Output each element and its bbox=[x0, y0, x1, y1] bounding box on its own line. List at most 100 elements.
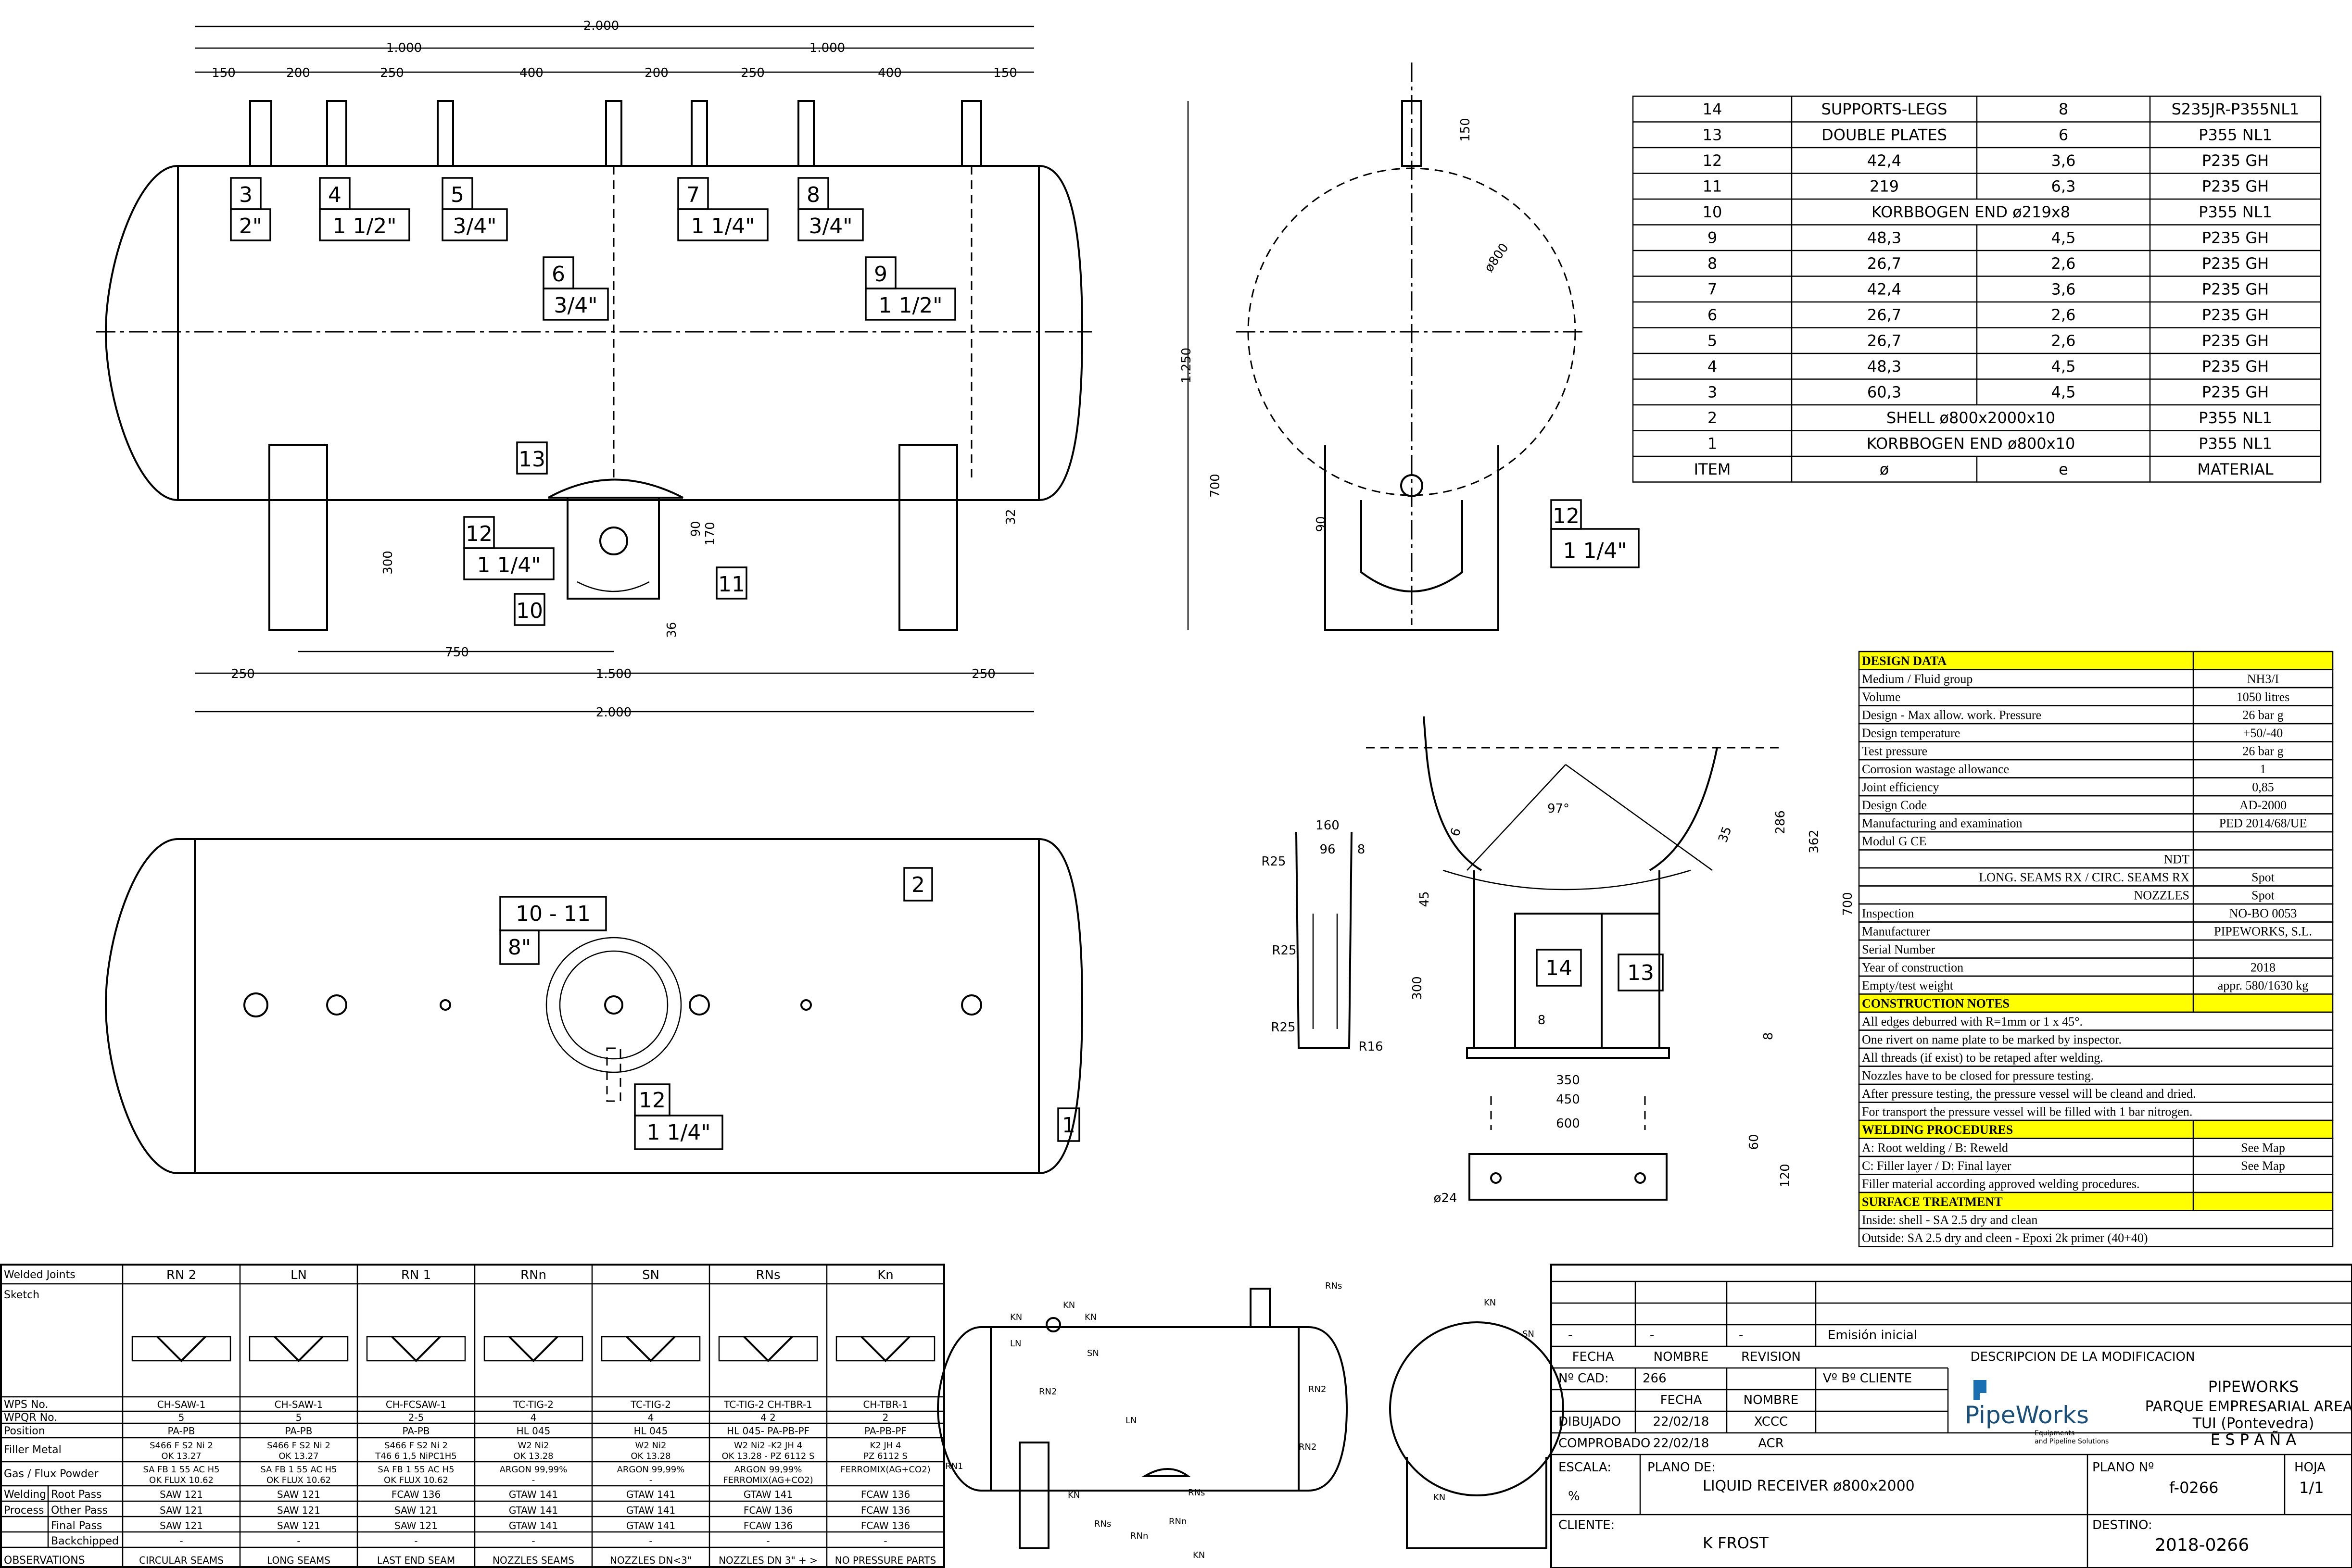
parts-item: ITEM bbox=[1694, 460, 1731, 478]
weld-filler: OK 13.28 bbox=[631, 1451, 670, 1461]
parts-item: 8 bbox=[1707, 254, 1717, 273]
weld-position: PA-PB bbox=[285, 1425, 312, 1437]
label-number: 8 bbox=[807, 183, 820, 207]
weld-groove bbox=[274, 1336, 324, 1362]
weld-map-label: RN2 bbox=[1039, 1387, 1057, 1397]
design-label: Corrosion wastage allowance bbox=[1862, 762, 2009, 776]
parts-thk: 8 bbox=[2059, 100, 2068, 118]
weld-map-label: KN bbox=[1010, 1312, 1022, 1322]
parts-item: 5 bbox=[1707, 332, 1717, 350]
svg-text:300: 300 bbox=[1410, 976, 1425, 1000]
svg-text:Equipments: Equipments bbox=[2035, 1430, 2074, 1437]
weld-other: GTAW 141 bbox=[509, 1505, 558, 1516]
weld-root: FCAW 136 bbox=[861, 1489, 910, 1500]
parts-thk: 4,5 bbox=[2051, 229, 2076, 247]
label-number: 6 bbox=[552, 262, 565, 287]
design-label: LONG. SEAMS RX / CIRC. SEAMS RX bbox=[1979, 870, 2189, 884]
weld-filler: OK 13.28 bbox=[513, 1451, 553, 1461]
svg-text:35: 35 bbox=[1716, 825, 1735, 844]
weld-row-label: Position bbox=[4, 1425, 45, 1437]
parts-material: P235 GH bbox=[2202, 254, 2269, 273]
label-size: 3/4" bbox=[453, 214, 496, 238]
weld-row-label: Backchipped bbox=[51, 1535, 119, 1547]
weld-wps: CH-SAW-1 bbox=[157, 1399, 206, 1410]
design-label: C: Filler layer / D: Final layer bbox=[1862, 1159, 2011, 1173]
parts-dia: 26,7 bbox=[1867, 306, 1901, 324]
weld-observation: NOZZLES DN 3" + > bbox=[719, 1555, 818, 1566]
weld-wpqr: 5 bbox=[296, 1412, 302, 1423]
parts-dia: 26,7 bbox=[1867, 254, 1901, 273]
parts-item: 4 bbox=[1707, 357, 1717, 376]
parts-material: MATERIAL bbox=[2197, 460, 2273, 478]
svg-text:750: 750 bbox=[445, 645, 469, 660]
design-label: Joint efficiency bbox=[1862, 780, 1939, 794]
weld-back: - bbox=[884, 1535, 887, 1547]
svg-text:PLANO DE:: PLANO DE: bbox=[1647, 1460, 1716, 1475]
weld-joint: RNs bbox=[756, 1268, 780, 1282]
label-size: 3/4" bbox=[554, 293, 597, 318]
weld-row-label: Final Pass bbox=[51, 1520, 102, 1532]
weld-map-label: RNs bbox=[1188, 1488, 1205, 1498]
weld-position: HL 045 bbox=[634, 1425, 668, 1437]
svg-text:Nº CAD:: Nº CAD: bbox=[1558, 1371, 1609, 1386]
svg-text:8: 8 bbox=[1357, 842, 1366, 857]
parts-material: P355 NL1 bbox=[2199, 203, 2272, 221]
weld-map-label: KN bbox=[1433, 1493, 1445, 1503]
pipeworks-logo-icon bbox=[1973, 1380, 1986, 1400]
support-detail: 14 13 160 96 8 R25 R25 R25 R16 97° 6 35 … bbox=[1261, 716, 1855, 1205]
parts-item: 1 bbox=[1707, 435, 1717, 453]
design-label: Manufacturing and examination bbox=[1862, 816, 2023, 830]
weld-position: HL 045 bbox=[517, 1425, 551, 1437]
section-header: DESIGN DATA bbox=[1862, 654, 1947, 668]
weld-groove bbox=[508, 1336, 558, 1362]
design-value: 1050 litres bbox=[2237, 690, 2290, 704]
svg-text:266: 266 bbox=[1643, 1371, 1667, 1386]
design-label: Test pressure bbox=[1862, 744, 1927, 758]
label-size-box bbox=[797, 208, 864, 241]
label-size-box bbox=[442, 208, 508, 241]
svg-text:FECHA: FECHA bbox=[1572, 1350, 1614, 1364]
svg-text:250: 250 bbox=[231, 667, 255, 681]
weld-filler: W2 Ni2 bbox=[518, 1441, 549, 1451]
parts-material: P235 GH bbox=[2202, 357, 2269, 376]
weld-gas: - bbox=[532, 1475, 535, 1485]
design-value: PIPEWORKS, S.L. bbox=[2214, 925, 2312, 939]
weld-filler: PZ 6112 S bbox=[863, 1451, 908, 1461]
weld-row-label: Welded Joints bbox=[4, 1269, 76, 1281]
section-header: WELDING PROCEDURES bbox=[1862, 1123, 2013, 1137]
svg-text:150: 150 bbox=[212, 66, 236, 80]
weld-root: GTAW 141 bbox=[509, 1489, 558, 1500]
svg-text:-: - bbox=[1650, 1328, 1654, 1342]
front-nozzles bbox=[249, 100, 982, 481]
parts-item: 6 bbox=[1707, 306, 1717, 324]
label-number: 5 bbox=[451, 183, 464, 207]
label-size: 1 1/4" bbox=[691, 214, 755, 238]
weld-sketch bbox=[249, 1336, 349, 1362]
svg-text:700: 700 bbox=[1208, 474, 1223, 498]
design-label: NOZZLES bbox=[2134, 889, 2189, 903]
weld-joint: SN bbox=[642, 1268, 659, 1282]
weld-gas: SA FB 1 55 AC H5 bbox=[260, 1465, 337, 1475]
weld-groove bbox=[156, 1336, 206, 1362]
weld-sketch bbox=[366, 1336, 466, 1362]
weld-row-label: Root Pass bbox=[51, 1489, 102, 1501]
svg-text:COMPROBADO: COMPROBADO bbox=[1558, 1436, 1650, 1451]
weld-other: SAW 121 bbox=[160, 1505, 203, 1516]
weld-observation: NOZZLES SEAMS bbox=[493, 1555, 574, 1566]
parts-item: 9 bbox=[1707, 229, 1717, 247]
design-value: NH3/I bbox=[2247, 672, 2279, 686]
weld-wpqr: 5 bbox=[178, 1412, 185, 1423]
label-size: 1 1/4" bbox=[477, 553, 541, 577]
svg-text:ø24: ø24 bbox=[1434, 1191, 1457, 1205]
parts-thk: 4,5 bbox=[2051, 357, 2076, 376]
svg-text:286: 286 bbox=[1773, 810, 1788, 834]
design-value: PED 2014/68/UE bbox=[2219, 816, 2307, 830]
weld-filler: T46 6 1,5 NiPC1H5 bbox=[375, 1451, 456, 1461]
parts-material: P355 NL1 bbox=[2199, 409, 2272, 427]
weld-sketch bbox=[483, 1336, 583, 1362]
svg-text:400: 400 bbox=[519, 66, 544, 80]
weld-map-label: LN bbox=[1010, 1339, 1022, 1349]
parts-dia: DOUBLE PLATES bbox=[1821, 126, 1947, 144]
